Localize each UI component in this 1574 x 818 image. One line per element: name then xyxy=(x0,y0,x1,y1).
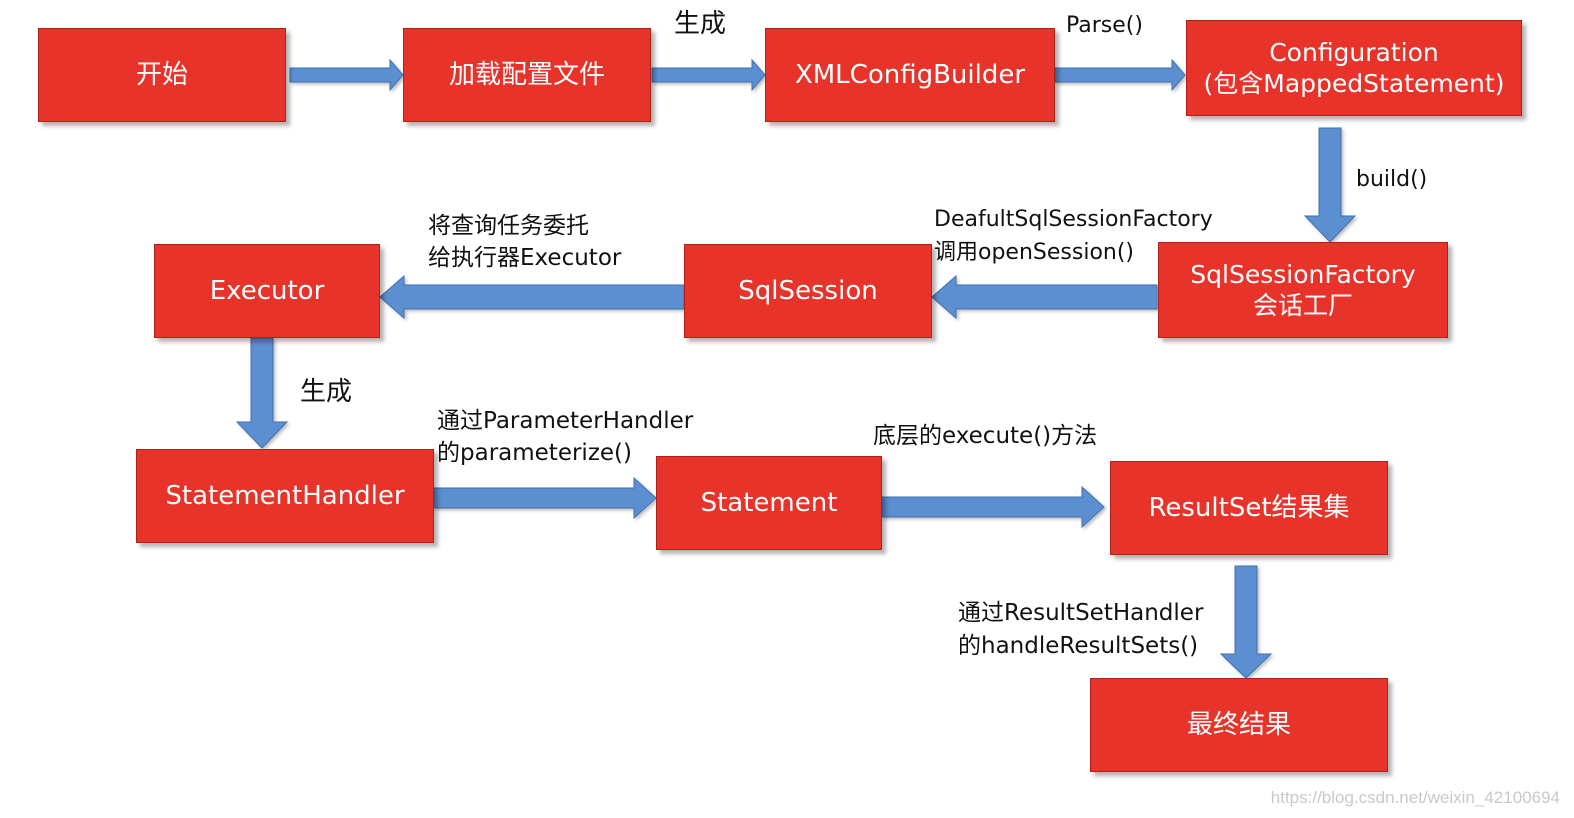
node-executor: Executor xyxy=(154,244,380,338)
node-xml-config-builder-label: XMLConfigBuilder xyxy=(794,59,1026,90)
edge-label-delegate: 将查询任务委托 给执行器Executor xyxy=(428,210,621,274)
edge-label-parse-text: Parse() xyxy=(1066,13,1143,38)
edge-label-handle-result: 通过ResultSetHandler 的handleResultSets() xyxy=(958,597,1203,664)
watermark: https://blog.csdn.net/weixin_42100694 xyxy=(1270,788,1560,807)
edge-label-parse: Parse() xyxy=(1066,10,1143,42)
edge-label-generate-1: 生成 xyxy=(674,6,726,44)
edge-label-generate-2-text: 生成 xyxy=(300,377,353,407)
arrow-factory-to-session xyxy=(931,274,1158,320)
edge-label-open-session-line2: 调用openSession() xyxy=(934,240,1135,265)
node-result-set: ResultSet结果集 xyxy=(1110,461,1388,555)
edge-label-delegate-line1: 将查询任务委托 xyxy=(428,213,589,239)
edge-label-open-session-line1: DeafultSqlSessionFactory xyxy=(934,207,1213,232)
arrow-configuration-to-factory xyxy=(1303,127,1357,243)
edge-label-handle-result-line2: 的handleResultSets() xyxy=(958,633,1199,660)
node-load-config: 加载配置文件 xyxy=(403,28,651,122)
node-result-set-label: ResultSet结果集 xyxy=(1148,492,1350,523)
arrow-resultset-to-final xyxy=(1219,565,1273,679)
arrow-handler-to-statement xyxy=(433,476,657,520)
edge-label-generate-1-text: 生成 xyxy=(674,9,727,39)
node-xml-config-builder: XMLConfigBuilder xyxy=(765,28,1055,122)
node-configuration: Configuration (包含MappedStatement) xyxy=(1186,20,1522,116)
edge-label-execute-text: 底层的execute()方法 xyxy=(873,423,1098,449)
node-statement: Statement xyxy=(656,456,882,550)
node-final-result-label: 最终结果 xyxy=(1186,709,1291,740)
edge-label-parameterize: 通过ParameterHandler 的parameterize() xyxy=(437,405,693,469)
node-sql-session-factory: SqlSessionFactory 会话工厂 xyxy=(1158,242,1448,338)
arrow-statement-to-resultset xyxy=(881,485,1105,529)
node-executor-label: Executor xyxy=(209,275,325,306)
node-configuration-line2: (包含MappedStatement) xyxy=(1203,69,1505,98)
edge-label-handle-result-line1: 通过ResultSetHandler xyxy=(958,600,1204,626)
node-sql-session: SqlSession xyxy=(684,244,932,338)
arrow-session-to-executor xyxy=(379,274,685,320)
node-load-config-label: 加载配置文件 xyxy=(448,59,605,90)
node-statement-handler: StatementHandler xyxy=(136,449,434,543)
node-statement-label: Statement xyxy=(700,487,838,518)
arrow-xml-to-configuration xyxy=(1054,58,1186,92)
node-final-result: 最终结果 xyxy=(1090,678,1388,772)
edge-label-open-session: DeafultSqlSessionFactory 调用openSession() xyxy=(934,203,1213,269)
node-start: 开始 xyxy=(38,28,286,122)
edge-label-parameterize-line1: 通过ParameterHandler xyxy=(437,408,694,434)
node-configuration-line1: Configuration xyxy=(1269,37,1439,67)
node-start-label: 开始 xyxy=(135,59,188,90)
node-sql-session-factory-line2: 会话工厂 xyxy=(1252,291,1353,320)
node-sql-session-label: SqlSession xyxy=(738,275,878,306)
edge-label-execute: 底层的execute()方法 xyxy=(873,420,1097,453)
edge-label-build-text: build() xyxy=(1356,167,1428,192)
arrow-load-to-xml xyxy=(651,58,766,92)
edge-label-delegate-line2: 给执行器Executor xyxy=(428,245,622,272)
arrow-start-to-load xyxy=(289,58,404,92)
node-sql-session-factory-line1: SqlSessionFactory xyxy=(1190,259,1416,289)
edge-label-generate-2: 生成 xyxy=(300,374,352,412)
node-statement-handler-label: StatementHandler xyxy=(165,480,405,511)
edge-label-build: build() xyxy=(1356,164,1427,196)
arrow-executor-to-handler xyxy=(235,337,289,449)
edge-label-parameterize-line2: 的parameterize() xyxy=(437,440,632,467)
